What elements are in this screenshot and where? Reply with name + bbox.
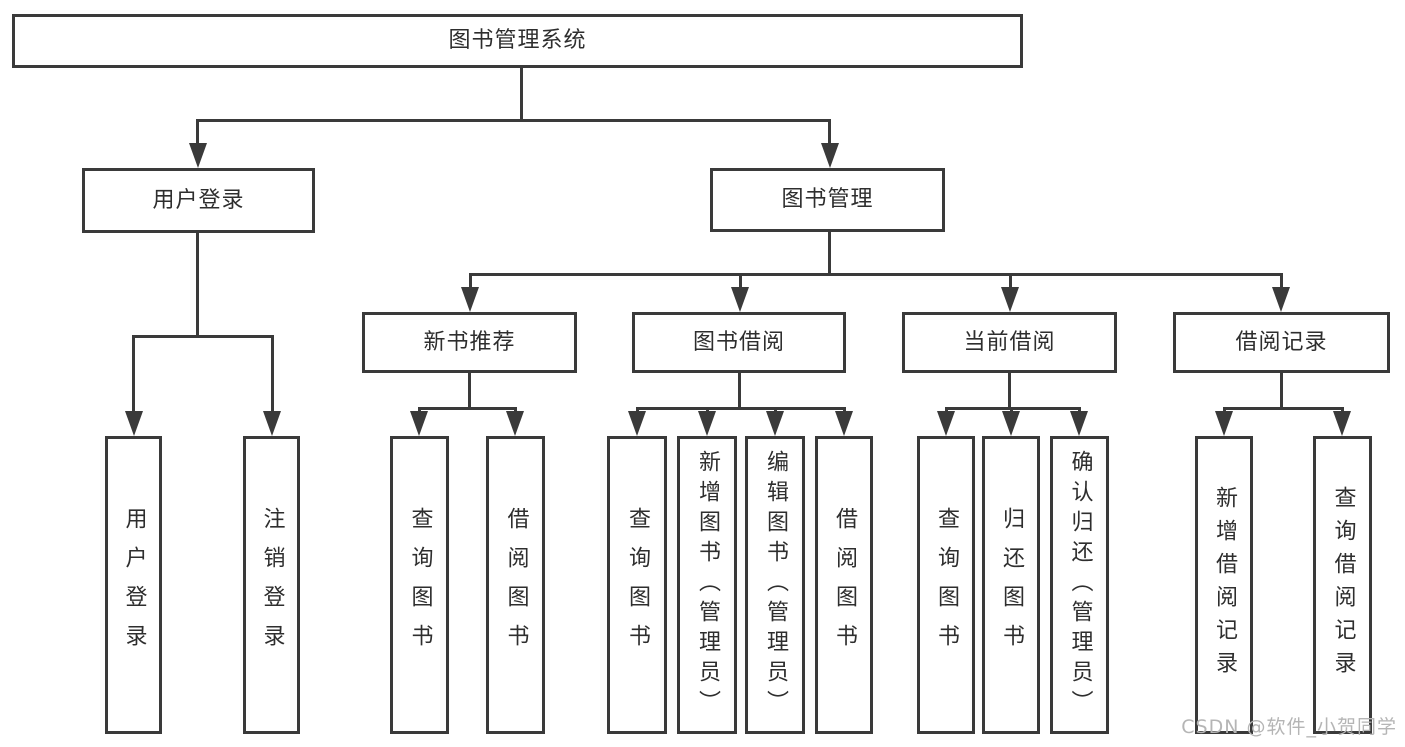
connector-line	[468, 373, 471, 407]
arrow-down-icon	[1001, 287, 1019, 312]
connector-line	[132, 335, 135, 414]
connector-line	[132, 335, 274, 338]
arrow-down-icon	[506, 411, 524, 436]
leaf-edit-books-admin: 编辑图书（管理员）	[745, 436, 805, 734]
connector-line	[774, 407, 777, 414]
arrow-down-icon	[1070, 411, 1088, 436]
connector-line	[469, 273, 1282, 276]
connector-line	[1223, 407, 1343, 410]
arrow-down-icon	[628, 411, 646, 436]
arrow-down-icon	[410, 411, 428, 436]
connector-line	[196, 119, 831, 122]
arrow-down-icon	[461, 287, 479, 312]
connector-line	[706, 407, 709, 414]
leaf-logout: 注销登录	[243, 436, 300, 734]
leaf-borrow-books-recommend: 借阅图书	[486, 436, 545, 734]
connector-line	[1280, 373, 1283, 407]
node-current-borrowing: 当前借阅	[902, 312, 1117, 373]
node-book-borrowing: 图书借阅	[632, 312, 846, 373]
connector-line	[1010, 407, 1013, 414]
connector-line	[418, 407, 517, 410]
connector-line	[843, 407, 846, 414]
leaf-query-books-current: 查询图书	[917, 436, 975, 734]
leaf-add-borrow-record: 新增借阅记录	[1195, 436, 1253, 734]
leaf-user-login: 用户登录	[105, 436, 162, 734]
connector-line	[469, 273, 472, 290]
connector-line	[1341, 407, 1344, 414]
arrow-down-icon	[189, 143, 207, 168]
connector-line	[1078, 407, 1081, 414]
leaf-return-books: 归还图书	[982, 436, 1040, 734]
connector-line	[828, 119, 831, 147]
connector-line	[945, 407, 948, 414]
arrow-down-icon	[125, 411, 143, 436]
leaf-borrow-books: 借阅图书	[815, 436, 873, 734]
arrow-down-icon	[1002, 411, 1020, 436]
node-user-login: 用户登录	[82, 168, 315, 233]
connector-line	[196, 233, 199, 335]
connector-line	[1280, 273, 1283, 290]
arrow-down-icon	[937, 411, 955, 436]
connector-line	[418, 407, 421, 414]
connector-line	[636, 407, 845, 410]
csdn-watermark: CSDN @软件_小贺同学	[1181, 716, 1397, 738]
leaf-query-borrow-record: 查询借阅记录	[1313, 436, 1372, 734]
connector-line	[520, 68, 523, 119]
arrow-down-icon	[263, 411, 281, 436]
leaf-query-books-borrowing: 查询图书	[607, 436, 667, 734]
node-book-management: 图书管理	[710, 168, 945, 232]
node-library-system: 图书管理系统	[12, 14, 1023, 68]
connector-line	[1223, 407, 1226, 414]
connector-line	[828, 232, 831, 273]
node-new-book-recommend: 新书推荐	[362, 312, 577, 373]
arrow-down-icon	[1215, 411, 1233, 436]
arrow-down-icon	[698, 411, 716, 436]
arrow-down-icon	[766, 411, 784, 436]
arrow-down-icon	[1272, 287, 1290, 312]
arrow-down-icon	[821, 143, 839, 168]
leaf-add-books-admin: 新增图书（管理员）	[677, 436, 737, 734]
connector-line	[196, 119, 199, 147]
connector-line	[636, 407, 639, 414]
arrow-down-icon	[835, 411, 853, 436]
leaf-confirm-return-admin: 确认归还（管理员）	[1050, 436, 1109, 734]
connector-line	[1009, 273, 1012, 290]
connector-line	[271, 335, 274, 414]
connector-line	[514, 407, 517, 414]
connector-line	[1008, 373, 1011, 407]
arrow-down-icon	[731, 287, 749, 312]
arrow-down-icon	[1333, 411, 1351, 436]
connector-line	[738, 373, 741, 407]
node-borrowing-records: 借阅记录	[1173, 312, 1390, 373]
leaf-query-books-recommend: 查询图书	[390, 436, 449, 734]
connector-line	[739, 273, 742, 290]
